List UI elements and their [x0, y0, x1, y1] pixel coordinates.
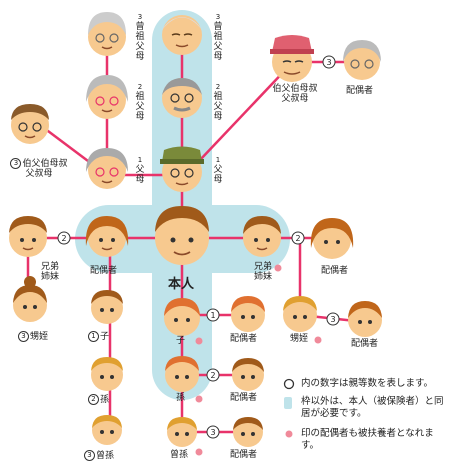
face-niece-right: [283, 296, 317, 332]
deg-uncle-spouse: 3: [326, 58, 331, 67]
label-great-grandparent-left: 3 曾祖父母: [135, 13, 145, 62]
label-self: 本人: [168, 277, 195, 292]
legend-dot: 印の配偶者も被扶養者となれます。: [283, 428, 448, 454]
label-great-grandchild-spouse: 配偶者: [230, 450, 258, 460]
deg-niece-right-spouse: 3: [330, 315, 335, 324]
label-self-spouse: 配偶者: [90, 266, 118, 276]
label-grandchild: 孫: [176, 393, 186, 403]
face-niece-left: [13, 276, 47, 322]
label-grandparent-right: 2 祖父母: [213, 83, 223, 122]
face-grandchild-left: [91, 357, 123, 391]
label-sibling-left: 兄弟姉妹: [40, 262, 59, 282]
degree-markers: [57, 55, 340, 439]
face-great-grandchild: [167, 417, 197, 447]
label-sibling-right-spouse: 配偶者: [321, 266, 349, 276]
face-great-grandmother: [88, 12, 126, 56]
label-sibling-right: 兄弟姉妹: [253, 262, 272, 282]
face-sibling-right: [243, 216, 281, 257]
label-uncle-top: 伯父伯母叔父叔母: [272, 84, 318, 104]
deg-grandchild-spouse: 2: [210, 371, 215, 380]
face-mother: [86, 148, 128, 189]
label-child-spouse: 配偶者: [230, 334, 258, 344]
legend-circle: 内の数字は親等数を表します。: [283, 378, 448, 392]
face-grandchild-spouse: [232, 358, 264, 391]
face-self: [155, 206, 209, 265]
label-grandchild-spouse: 配偶者: [230, 393, 258, 403]
dependent-dots: [195, 264, 322, 456]
label-niece-right-spouse: 配偶者: [351, 339, 379, 349]
face-grandfather: [162, 78, 202, 118]
face-child-left: [91, 290, 123, 324]
face-father: [160, 146, 204, 192]
face-grandmother: [86, 75, 128, 119]
label-parent-left: 1 父母: [135, 156, 145, 185]
face-sibling-left: [9, 216, 47, 257]
label-child: 子: [176, 336, 186, 346]
face-great-grandchild-spouse: [233, 417, 263, 447]
label-niece-right: 甥姪: [290, 334, 309, 344]
dot-legend-icon: [285, 430, 293, 438]
face-uncle-top: [270, 35, 314, 82]
deg-sibling-right: 2: [295, 234, 300, 243]
circle-legend-icon: [283, 378, 295, 390]
deg-sibling-left: 2: [61, 234, 66, 243]
face-sibling-right-spouse: [310, 218, 354, 259]
label-grandparent-left: 2 祖父母: [135, 83, 145, 122]
face-niece-right-spouse: [348, 301, 382, 337]
degree-numbers: 3 2 2 1 2 3 3: [61, 58, 335, 437]
face-great-grandchild-left: [92, 415, 122, 445]
label-parent-right: 1 父母: [213, 156, 223, 185]
face-great-grandfather: [162, 15, 202, 55]
face-uncle-top-spouse: [343, 40, 381, 80]
face-grandchild: [165, 356, 199, 392]
label-uncle-top-spouse: 配偶者: [346, 86, 374, 96]
label-great-grandparent-right: 3 曾祖父母: [213, 13, 223, 62]
label-great-grandchild: 曾孫: [170, 450, 189, 460]
face-child-spouse: [231, 296, 265, 332]
face-uncle-left: [11, 104, 49, 144]
deg-child-spouse: 1: [210, 311, 215, 320]
frame-legend-icon: [284, 397, 292, 409]
face-self-spouse: [85, 216, 129, 257]
deg-great-grandchild-spouse: 3: [210, 428, 215, 437]
face-child: [164, 298, 200, 336]
legend-box: 枠以外は、本人（被保険者）と同居が必要です。: [283, 396, 448, 422]
